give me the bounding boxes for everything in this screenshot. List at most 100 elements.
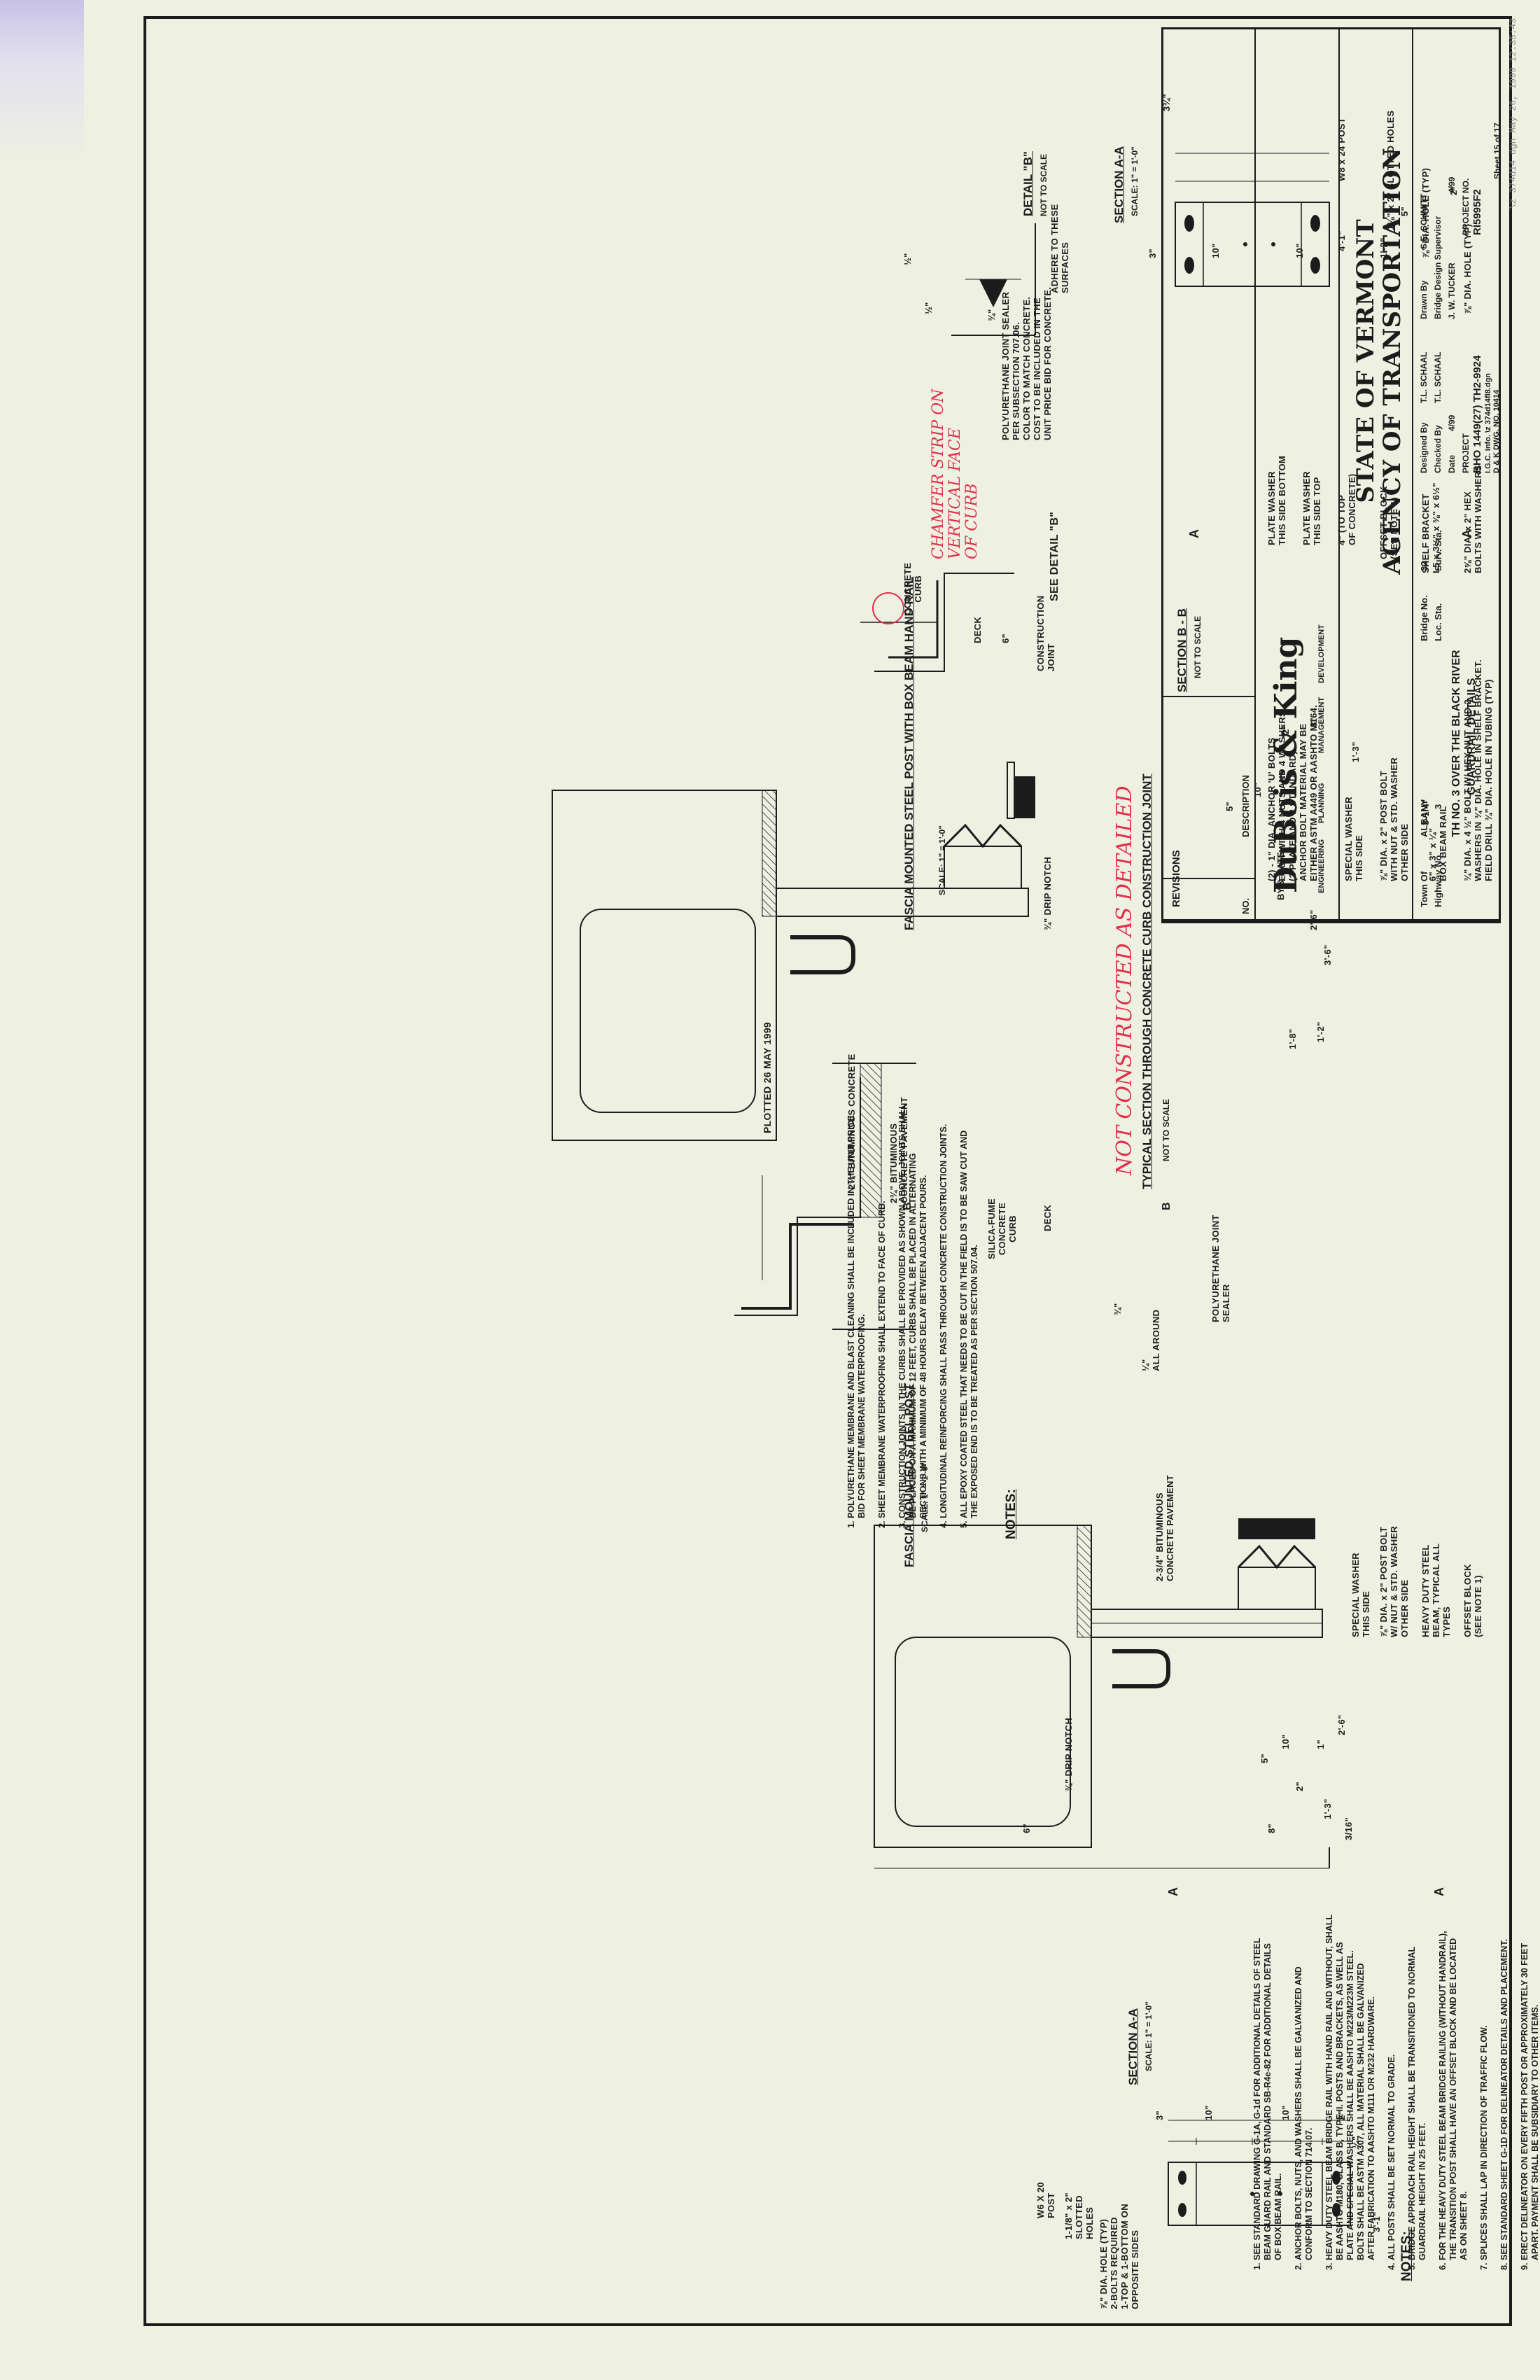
dim-label: 1'-3" [1322,1798,1333,1819]
project-number: BHO 1449(27) TH2-9924 [1471,355,1483,473]
curb-label: SILICA-FUME CONCRETE CURB [986,1198,1018,1259]
dim-label: ¾" [1112,1303,1123,1315]
slot-note: 1-1/8" x 2" SLOTTED HOLES [1063,2192,1095,2239]
section-scale: SCALE: 1" = 1'-0" [1144,2001,1154,2071]
date-value: 4/99 [1447,414,1457,431]
consultant-service: MANAGEMENT [1317,696,1326,753]
scan-edge [0,0,84,161]
cut-marker: B [1161,1202,1172,1210]
note-item: SPLICES SHALL LAP IN DIRECTION OF TRAFFI… [1479,1756,1490,2260]
dim-label: ¼" [1350,2136,1361,2148]
section-bb-drawing [846,475,1028,685]
title-block: REVISIONS NO. DESCRIPTION BY & DATE DuBo… [1161,27,1502,923]
fascia-post-drawing [846,1518,1336,1875]
detail-b-drawing [937,209,1049,349]
note-item: BRIDGE APPROACH RAIL HEIGHT SHALL BE TRA… [1407,1756,1428,2260]
curb-joint-drawing [692,1035,930,1357]
sheet-title: GUARDRAIL DETAILS [1466,678,1478,795]
section-scale: SCALE: 1" = 1'-0" [1130,146,1140,216]
dim-label: 2'-6" [1336,1714,1347,1735]
dim-label: 10" [1280,2105,1291,2120]
offset-block-note: OFFSET BLOCK (SEE NOTE 1) [1462,1564,1483,1637]
bridge-value: 32 [1419,561,1429,571]
dim-label: 8" [1266,1823,1277,1833]
checked-label: Checked By [1433,425,1443,473]
hole-note: ⅞" DIA. HOLE (TYP) 2-BOLTS REQUIRED 1-TO… [1098,2204,1140,2309]
heavy-duty-note: HEAVY DUTY STEEL BEAM, TYPICAL ALL TYPES [1420,1543,1452,1637]
designed-value: T.L. SCHAAL [1419,351,1429,403]
dim-label: 3" [1154,2110,1165,2120]
curb-joint-scale: NOT TO SCALE [1161,1098,1171,1161]
dim-label: ¼" ALL AROUND [1140,1309,1161,1371]
dim-label: 1'-2" [1315,1021,1326,1042]
notes-heading: NOTES: [1004,1489,1018,1539]
section-title: SECTION A-A [1126,2008,1140,2085]
cut-marker: A [1166,1886,1180,1896]
loc-station: Loc. Sta. [1433,603,1443,641]
handwritten-annotation: NOT CONSTRUCTED AS DETAILED [1112,785,1137,1175]
dim-label: 10" [1203,2105,1214,2120]
note-item: FOR THE HEAVY DUTY STEEL BEAM BRIDGE RAI… [1438,1756,1469,2260]
pavement-note: 2¾" BITUMINOUS CONCRETE PAVEMENT [888,1097,909,1203]
section-aa-right-drawing [1161,62,1343,300]
dim-label: ¾" [986,309,997,321]
dim-label: 3'-6" [1322,944,1333,965]
drawn-value: S.E. SCHMITT [1419,193,1429,249]
dim-label: 1'-8" [1287,1028,1298,1049]
see-detail-label: SEE DETAIL "B" [1049,511,1060,601]
deck-label: DECK [972,616,983,643]
project-name: TH NO. 3 OVER THE BLACK RIVER [1450,650,1462,837]
igc-info: I.G.C. Info. \z 374d14fl8.dgn [1484,372,1492,473]
pavement-note: 2-3/4" BITUMINOUS CONCRETE PAVEMENT [1154,1475,1175,1581]
date-label: Date [1447,454,1457,473]
supervisor-value: J. W. TUCKER [1447,262,1457,319]
section-aa-left-drawing [1154,2099,1357,2239]
dim-label: 3" [1147,248,1158,258]
consultant-logo: DuBois & King [1268,636,1304,893]
consultant-service: PLANNING [1317,783,1326,823]
consultant-service: DEVELOPMENT [1317,624,1326,683]
dim-label: ½" [902,253,913,265]
curb-label: CONCRETE CURB [902,562,923,615]
drawing-sheet: NOTES: SEE STANDARD DRAWING G-1A, G-1d F… [144,16,1540,2326]
section-title: SECTION A-A [1112,146,1126,223]
designed-label: Designed By [1419,422,1429,473]
highway-value: 3 [1433,804,1443,809]
dim-label: 1" [1315,1740,1326,1749]
town-value: ALBANY [1419,799,1429,837]
bolt-note: ⅞" DIA. x 2" POST BOLT W/ NUT & STD. WAS… [1378,1525,1410,1637]
drip-notch-note: ¾" DRIP NOTCH [1042,856,1053,930]
bridge-label: Bridge No. [1419,595,1429,641]
sheet-number: Sheet 15 of 17 [1492,122,1502,179]
handwritten-annotation: CHAMFER STRIP ON VERTICAL FACE OF CURB [930,388,981,559]
project-label: PROJECT [1461,433,1471,473]
revisions-column: DESCRIPTION [1240,775,1251,837]
dim-label: 5" [1259,1754,1270,1763]
dim-label: 3'-1" [1371,2211,1382,2232]
agency-name: STATE OF VERMONT AGENCY OF TRANSPORTATIO… [1352,148,1406,575]
drawn-label: Drawn By [1419,280,1429,319]
dim-label: 10" [1280,1734,1291,1749]
consultant-service: ENGINEERING [1317,839,1326,893]
revisions-column: NO. [1240,897,1251,914]
cut-marker: A [1432,1886,1446,1896]
note-item: SEE STANDARD SHEET G-1D FOR DELINEATOR D… [1499,1756,1510,2260]
post-note: W6 X 20 POST [1035,2182,1056,2218]
detail-b-scale: NOT TO SCALE [1039,153,1049,216]
plotted-date: PLOTTED 26 MAY 1999 [762,1022,773,1133]
fascia-box-drawing [524,734,1035,1168]
note-item: ALL POSTS SHALL BE SET NORMAL TO GRADE. [1387,1756,1397,2260]
curb-joint-title: TYPICAL SECTION THROUGH CONCRETE CURB CO… [1140,774,1154,1189]
surv-station: Surv. Sta. [1433,529,1443,571]
note-item: ERECT DELINEATOR ON EVERY FIFTH POST OR … [1520,1756,1540,2260]
deck-label: DECK [1042,1204,1053,1231]
town-label: Town Of [1419,871,1429,907]
checked-value: T.L. SCHAAL [1433,351,1443,403]
drip-notch-note: ¾" DRIP NOTCH [1063,1717,1074,1791]
detail-b-title: DETAIL "B" [1021,151,1035,216]
project-number-2: RI5995F2 [1471,189,1483,235]
dim-label: 3/16" [1343,1817,1354,1840]
sealer-label: POLYURETHANE JOINT SEALER [1210,1214,1231,1322]
dk-drawing-number: D & K DWG. NO. 10414 [1492,389,1501,473]
date-value: 4/99 [1447,176,1457,193]
